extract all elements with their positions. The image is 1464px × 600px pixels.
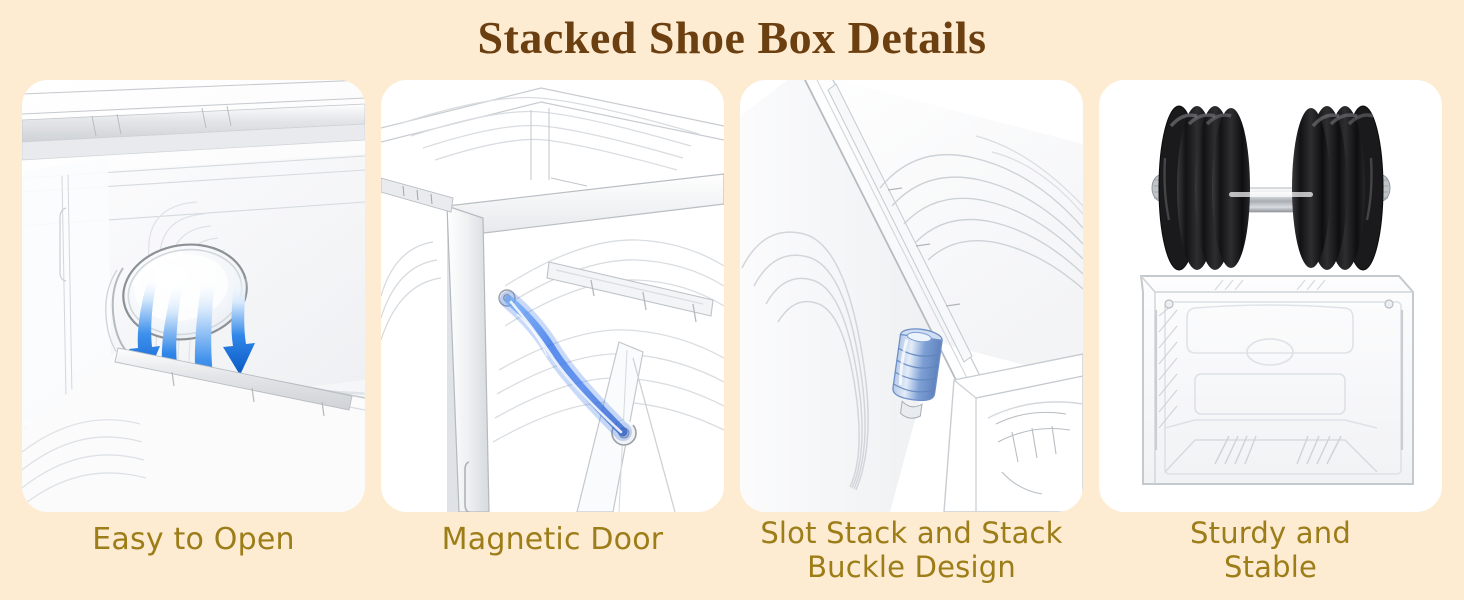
panel-magnetic-door[interactable]: [381, 80, 724, 512]
stack-buckle-peg: [892, 328, 943, 419]
panel-slot-stack[interactable]: [740, 80, 1083, 512]
panel-sturdy-stable[interactable]: [1099, 80, 1442, 512]
caption-easy-to-open: Easy to Open: [92, 522, 295, 557]
caption-sturdy-stable: Sturdy and Stable: [1190, 516, 1351, 584]
panel-easy-to-open[interactable]: [22, 80, 365, 512]
dumbbell: [1151, 105, 1391, 271]
transparent-shoe-box: [1139, 275, 1414, 485]
magnetic-glow: [500, 291, 632, 441]
stack-buckle-illustration: [740, 80, 1083, 512]
caption-magnetic-door: Magnetic Door: [441, 522, 664, 557]
page-title: Stacked Shoe Box Details: [477, 12, 987, 63]
magnetic-door-illustration: [381, 80, 724, 512]
panel-row: [22, 80, 1442, 512]
dumbbell-on-box-illustration: [1099, 80, 1442, 512]
ventilation-airflow-illustration: [22, 80, 365, 512]
caption-slot-stack: Slot Stack and Stack Buckle Design: [760, 516, 1063, 584]
caption-row: Easy to Open Magnetic Door Slot Stack an…: [22, 512, 1442, 600]
